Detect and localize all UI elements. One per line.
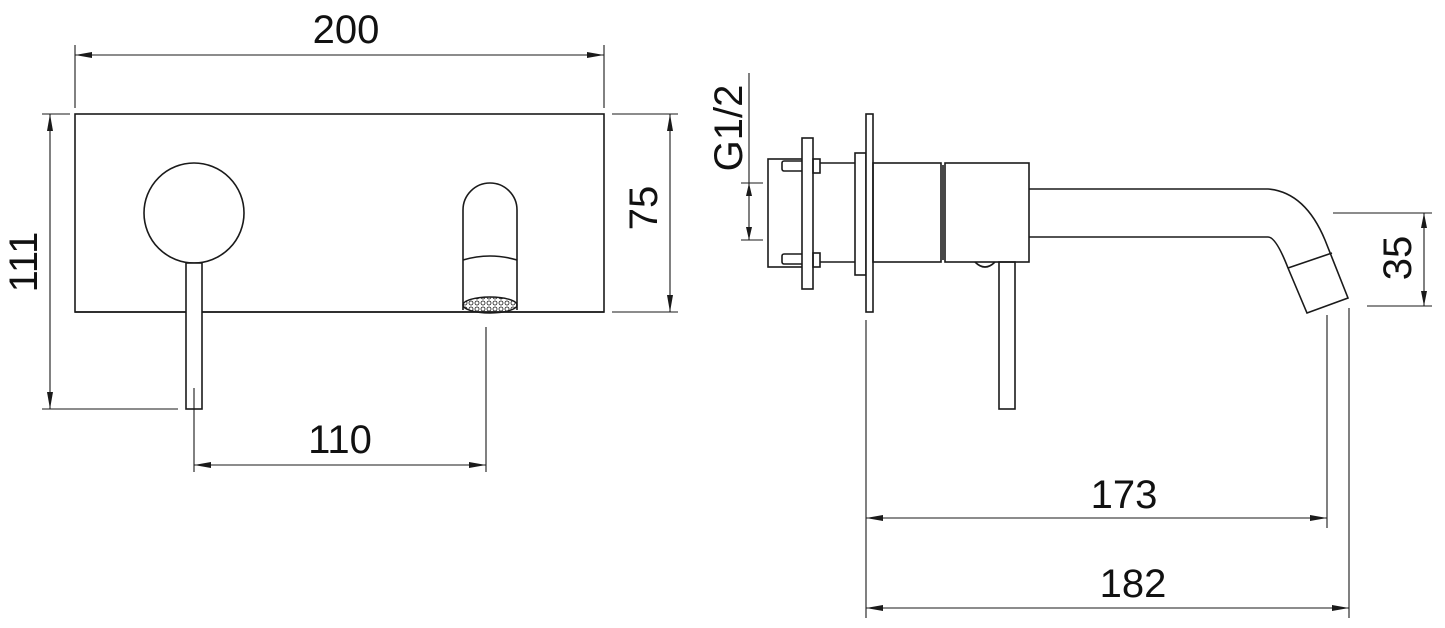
dimension-182: 182 xyxy=(866,308,1350,618)
handle-knob xyxy=(143,162,245,264)
dimension-label-182: 182 xyxy=(1100,562,1167,606)
dimension-label-110: 110 xyxy=(308,418,372,462)
dimension-200: 200 xyxy=(74,8,605,108)
rear-flange xyxy=(801,137,814,290)
side-view: G1/2 35 173 182 xyxy=(707,73,1432,618)
dimension-35: 35 xyxy=(1333,212,1432,307)
dimension-label-75: 75 xyxy=(622,186,666,231)
front-view: 200 75 111 110 xyxy=(2,8,678,472)
wall-plate-side xyxy=(865,113,874,313)
wall-plate xyxy=(74,113,605,313)
aerator xyxy=(462,296,518,314)
valve-body xyxy=(944,162,1030,263)
dimension-label-111: 111 xyxy=(2,232,46,293)
dimension-label-200: 200 xyxy=(313,8,380,52)
dimension-label-35: 35 xyxy=(1376,236,1420,281)
rear-box xyxy=(767,158,804,268)
spout-side xyxy=(1029,188,1350,315)
dimension-label-g12: G1/2 xyxy=(707,85,751,172)
dimension-110: 110 xyxy=(193,327,487,472)
dimension-111: 111 xyxy=(2,113,178,410)
dimension-g12: G1/2 xyxy=(707,73,763,241)
handle-lever-side xyxy=(998,261,1016,410)
dimension-75: 75 xyxy=(612,113,678,313)
handle-lever xyxy=(185,262,203,410)
dimension-173: 173 xyxy=(865,315,1328,618)
spout-front xyxy=(462,182,518,314)
dimension-label-173: 173 xyxy=(1091,473,1158,517)
